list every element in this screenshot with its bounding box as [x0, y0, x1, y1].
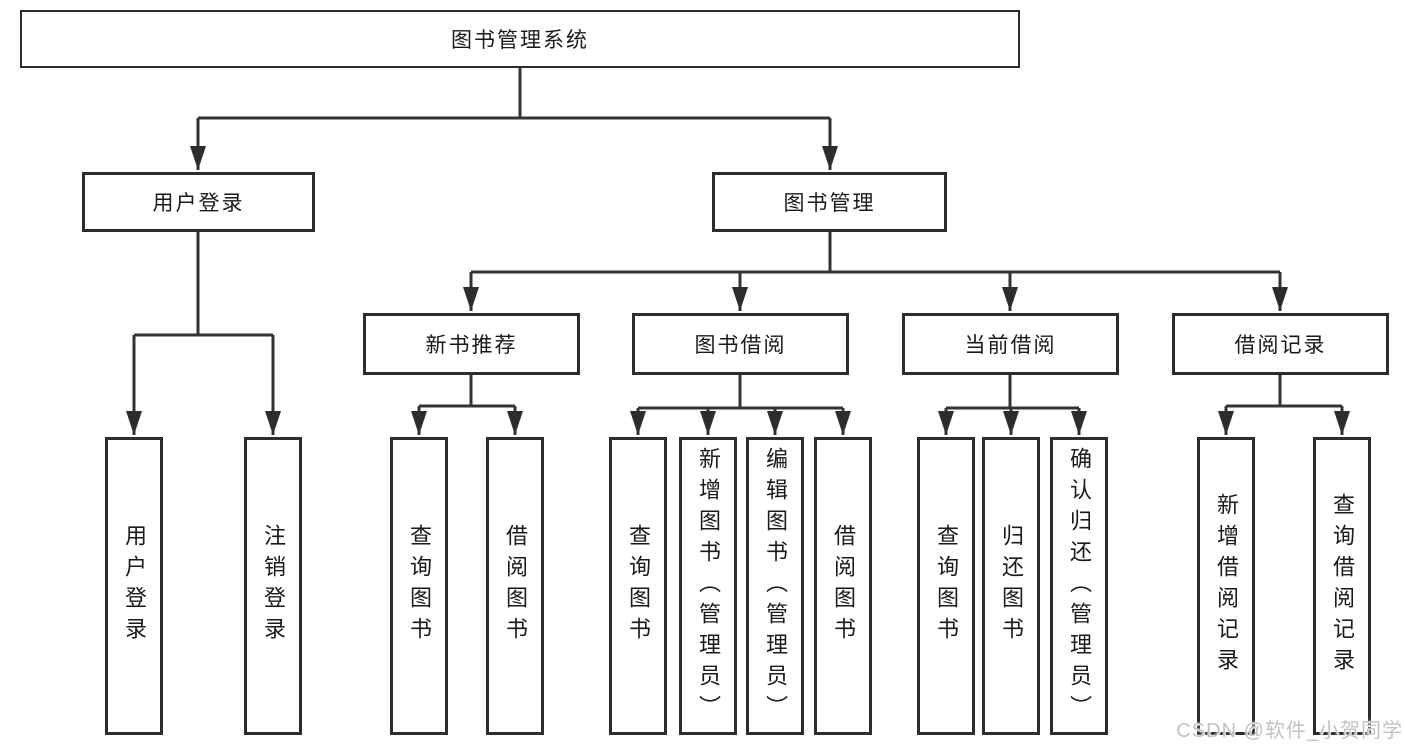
node-label: 用户登录 [152, 192, 245, 215]
leaf-label: 归还图书 [999, 524, 1024, 648]
leaf-query-books-borrow: 查询图书 [609, 437, 667, 735]
leaf-label: 用户登录 [122, 524, 147, 648]
node-current-borrow: 当前借阅 [902, 313, 1119, 375]
node-book-borrow: 图书借阅 [632, 313, 849, 375]
leaf-borrow-books-recommend: 借阅图书 [486, 437, 544, 735]
leaf-label: 确认归还（管理员） [1067, 446, 1092, 726]
leaf-confirm-return-admin: 确认归还（管理员） [1050, 437, 1108, 735]
node-borrow-records: 借阅记录 [1172, 313, 1389, 375]
leaf-user-login: 用户登录 [105, 437, 163, 735]
leaf-return-book: 归还图书 [982, 437, 1040, 735]
node-label: 当前借阅 [964, 334, 1057, 357]
leaf-query-books-current: 查询图书 [917, 437, 975, 735]
leaf-borrow-books-borrow: 借阅图书 [814, 437, 872, 735]
leaf-add-book-admin: 新增图书（管理员） [679, 437, 737, 735]
leaf-label: 借阅图书 [503, 524, 528, 648]
node-system-root: 图书管理系统 [20, 10, 1020, 68]
node-label: 图书管理 [783, 192, 876, 215]
leaf-label: 新增借阅记录 [1214, 493, 1239, 679]
leaf-label: 编辑图书（管理员） [763, 446, 788, 726]
leaf-add-borrow-record: 新增借阅记录 [1197, 437, 1255, 735]
leaf-label: 新增图书（管理员） [696, 446, 721, 726]
node-user-login: 用户登录 [82, 172, 315, 232]
node-label: 新书推荐 [425, 334, 518, 357]
csdn-watermark: CSDN @软件_小贺同学 [1176, 720, 1403, 742]
leaf-label: 借阅图书 [831, 524, 856, 648]
leaf-label: 查询图书 [934, 524, 959, 648]
node-new-book-recommend: 新书推荐 [363, 313, 580, 375]
leaf-edit-book-admin: 编辑图书（管理员） [746, 437, 804, 735]
leaf-label: 查询图书 [626, 524, 651, 648]
leaf-label: 查询图书 [407, 524, 432, 648]
leaf-query-books-recommend: 查询图书 [390, 437, 448, 735]
leaf-query-borrow-record: 查询借阅记录 [1313, 437, 1371, 735]
node-book-management: 图书管理 [712, 172, 947, 232]
leaf-label: 查询借阅记录 [1330, 493, 1355, 679]
leaf-label: 注销登录 [261, 524, 286, 648]
node-label: 借阅记录 [1234, 334, 1327, 357]
leaf-logout: 注销登录 [244, 437, 302, 735]
node-label: 图书管理系统 [451, 29, 589, 52]
node-label: 图书借阅 [694, 334, 787, 357]
